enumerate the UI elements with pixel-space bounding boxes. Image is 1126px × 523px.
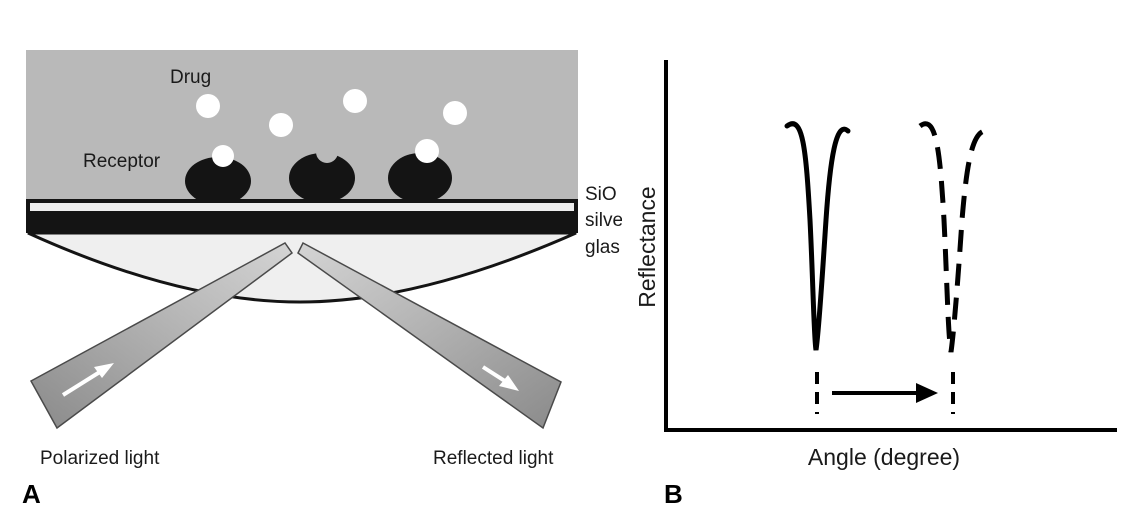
silver-layer bbox=[26, 215, 578, 233]
panel-b: Reflectance Angle (degree) B bbox=[634, 60, 1117, 509]
y-axis-label: Reflectance bbox=[634, 186, 660, 307]
layer-label-glass: glas bbox=[585, 237, 620, 258]
glass-prism bbox=[27, 231, 577, 304]
polarized-light-label: Polarized light bbox=[40, 448, 160, 469]
panel-a-letter: A bbox=[22, 479, 41, 509]
resonance-curve-before bbox=[784, 121, 851, 351]
receptors bbox=[185, 141, 452, 205]
receptor-pocket bbox=[316, 141, 338, 163]
drug-label: Drug bbox=[170, 67, 211, 88]
reflected-light-label: Reflected light bbox=[433, 448, 554, 469]
receptor-2 bbox=[289, 153, 355, 203]
shift-arrow-icon bbox=[832, 383, 938, 403]
drug-molecule bbox=[343, 89, 367, 113]
drug-molecule bbox=[269, 113, 293, 137]
polarized-light-beam bbox=[29, 242, 294, 430]
panel-a: Drug Receptor SiO silve glas Polarized l… bbox=[22, 50, 623, 509]
x-axis-label: Angle (degree) bbox=[808, 444, 960, 470]
drug-molecule bbox=[443, 101, 467, 125]
drug-molecule-bound bbox=[212, 145, 234, 167]
receptor-label: Receptor bbox=[83, 151, 161, 172]
drug-molecules bbox=[196, 89, 467, 167]
layer-label-silver: silve bbox=[585, 210, 623, 231]
layer-label-sio2: SiO bbox=[585, 184, 617, 205]
reflected-arrow-icon bbox=[481, 365, 519, 391]
panel-divider-mask bbox=[622, 180, 662, 280]
drug-molecule bbox=[196, 94, 220, 118]
receptor-3 bbox=[388, 153, 452, 203]
receptor-1 bbox=[185, 157, 251, 205]
sio2-layer-inner bbox=[30, 203, 574, 211]
reflected-light-beam bbox=[297, 241, 562, 430]
incident-arrow-icon bbox=[61, 363, 114, 397]
resonance-curve-after bbox=[918, 121, 989, 353]
drug-molecule-bound bbox=[415, 139, 439, 163]
panel-b-letter: B bbox=[664, 479, 683, 509]
